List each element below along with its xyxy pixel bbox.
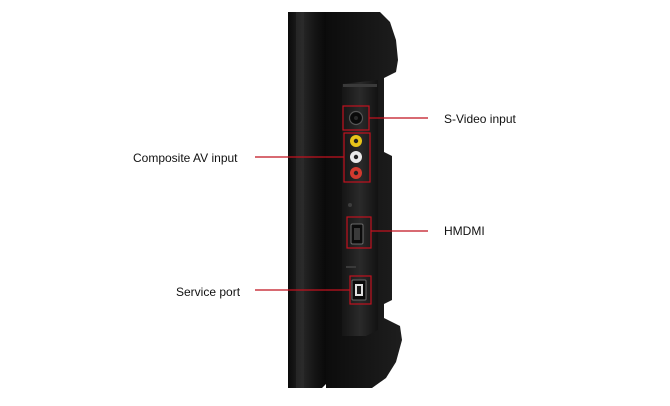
composite-jacks xyxy=(350,135,362,179)
indicator-dot xyxy=(348,203,352,207)
svideo-port xyxy=(348,110,364,126)
hdmi-callout-box xyxy=(346,216,372,249)
composite-label: Composite AV input xyxy=(133,151,238,165)
hdmi-port xyxy=(350,223,364,245)
svideo-label: S-Video input xyxy=(444,112,516,126)
tv-bezel xyxy=(288,12,330,388)
hdmi-label: HMDMI xyxy=(444,224,485,238)
service-port-label: Service port xyxy=(176,285,241,299)
service-port-socket xyxy=(346,266,367,301)
